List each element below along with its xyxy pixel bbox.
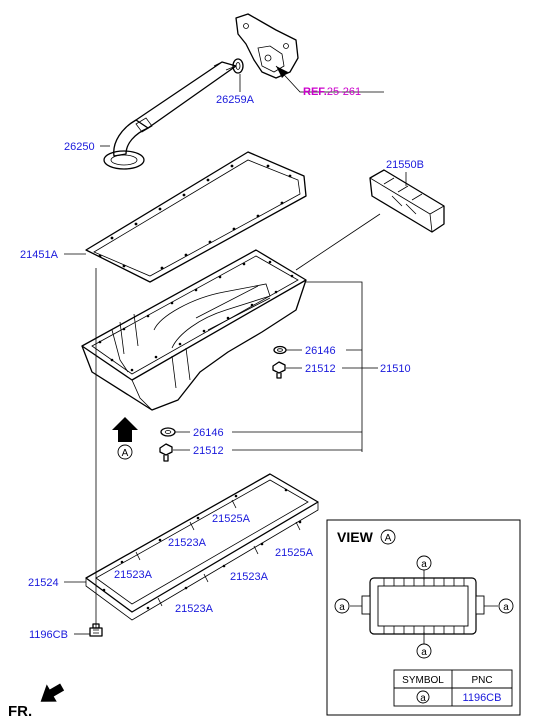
part-26250-label[interactable]: 26250 xyxy=(64,141,95,153)
part-21550B-label[interactable]: 21550B xyxy=(386,159,424,171)
part-21523A-label-2[interactable]: 21523A xyxy=(114,569,153,581)
front-arrow-icon xyxy=(40,683,65,702)
part-21523A-label-4[interactable]: 21523A xyxy=(175,603,214,615)
part-21451A-label[interactable]: 21451A xyxy=(20,249,59,261)
oil-pan-bolt xyxy=(89,623,103,637)
oil-strainer-pipe xyxy=(103,61,237,170)
leader-baffle-to-pan xyxy=(295,213,381,271)
drain-plug-washer-lower xyxy=(160,427,176,437)
callout-a-right: a xyxy=(503,602,509,613)
part-21512-bot-label[interactable]: 21512 xyxy=(193,445,224,457)
oil-pump-housing xyxy=(235,13,299,79)
o-ring xyxy=(232,58,244,74)
view-direction-arrow xyxy=(112,417,138,460)
part-26259A-label[interactable]: 26259A xyxy=(216,94,255,106)
part-21523A-label-3[interactable]: 21523A xyxy=(230,571,269,583)
table-cell-pnc[interactable]: 1196CB xyxy=(463,692,502,704)
part-21523A-label-1[interactable]: 21523A xyxy=(168,537,207,549)
part-21512-top-label[interactable]: 21512 xyxy=(305,363,336,375)
view-a-box xyxy=(326,519,521,716)
upper-gasket xyxy=(85,151,307,283)
view-title-letter: A xyxy=(385,533,392,544)
part-21524-label[interactable]: 21524 xyxy=(28,577,59,589)
part-26146-top-label[interactable]: 26146 xyxy=(305,345,336,357)
callout-a-left: a xyxy=(339,602,345,613)
leader-21510-bracket xyxy=(306,281,363,452)
view-title: VIEW xyxy=(337,529,374,545)
front-label: FR. xyxy=(8,703,32,720)
lower-gasket-plate xyxy=(85,473,319,621)
ref-arrow-head xyxy=(276,66,288,78)
drain-plug-upper xyxy=(272,361,286,379)
drain-plug-lower xyxy=(159,443,173,462)
callout-a-bottom: a xyxy=(421,647,427,658)
part-26146-bot-label[interactable]: 26146 xyxy=(193,427,224,439)
part-21525A-label-1[interactable]: 21525A xyxy=(212,513,251,525)
part-21525A-label-2[interactable]: 21525A xyxy=(275,547,314,559)
oil-baffle xyxy=(369,169,445,233)
part-1196CB-label[interactable]: 1196CB xyxy=(29,629,68,641)
table-cell-symbol: a xyxy=(420,693,426,704)
ref-label[interactable]: REF.25-261 xyxy=(303,86,361,98)
view-marker-letter: A xyxy=(122,448,129,459)
callout-a-top: a xyxy=(421,559,427,570)
table-header-symbol: SYMBOL xyxy=(402,675,444,686)
part-21510-label[interactable]: 21510 xyxy=(380,363,411,375)
drain-plug-washer-upper xyxy=(273,345,287,355)
table-header-pnc: PNC xyxy=(471,675,492,686)
oil-pan xyxy=(81,249,307,411)
